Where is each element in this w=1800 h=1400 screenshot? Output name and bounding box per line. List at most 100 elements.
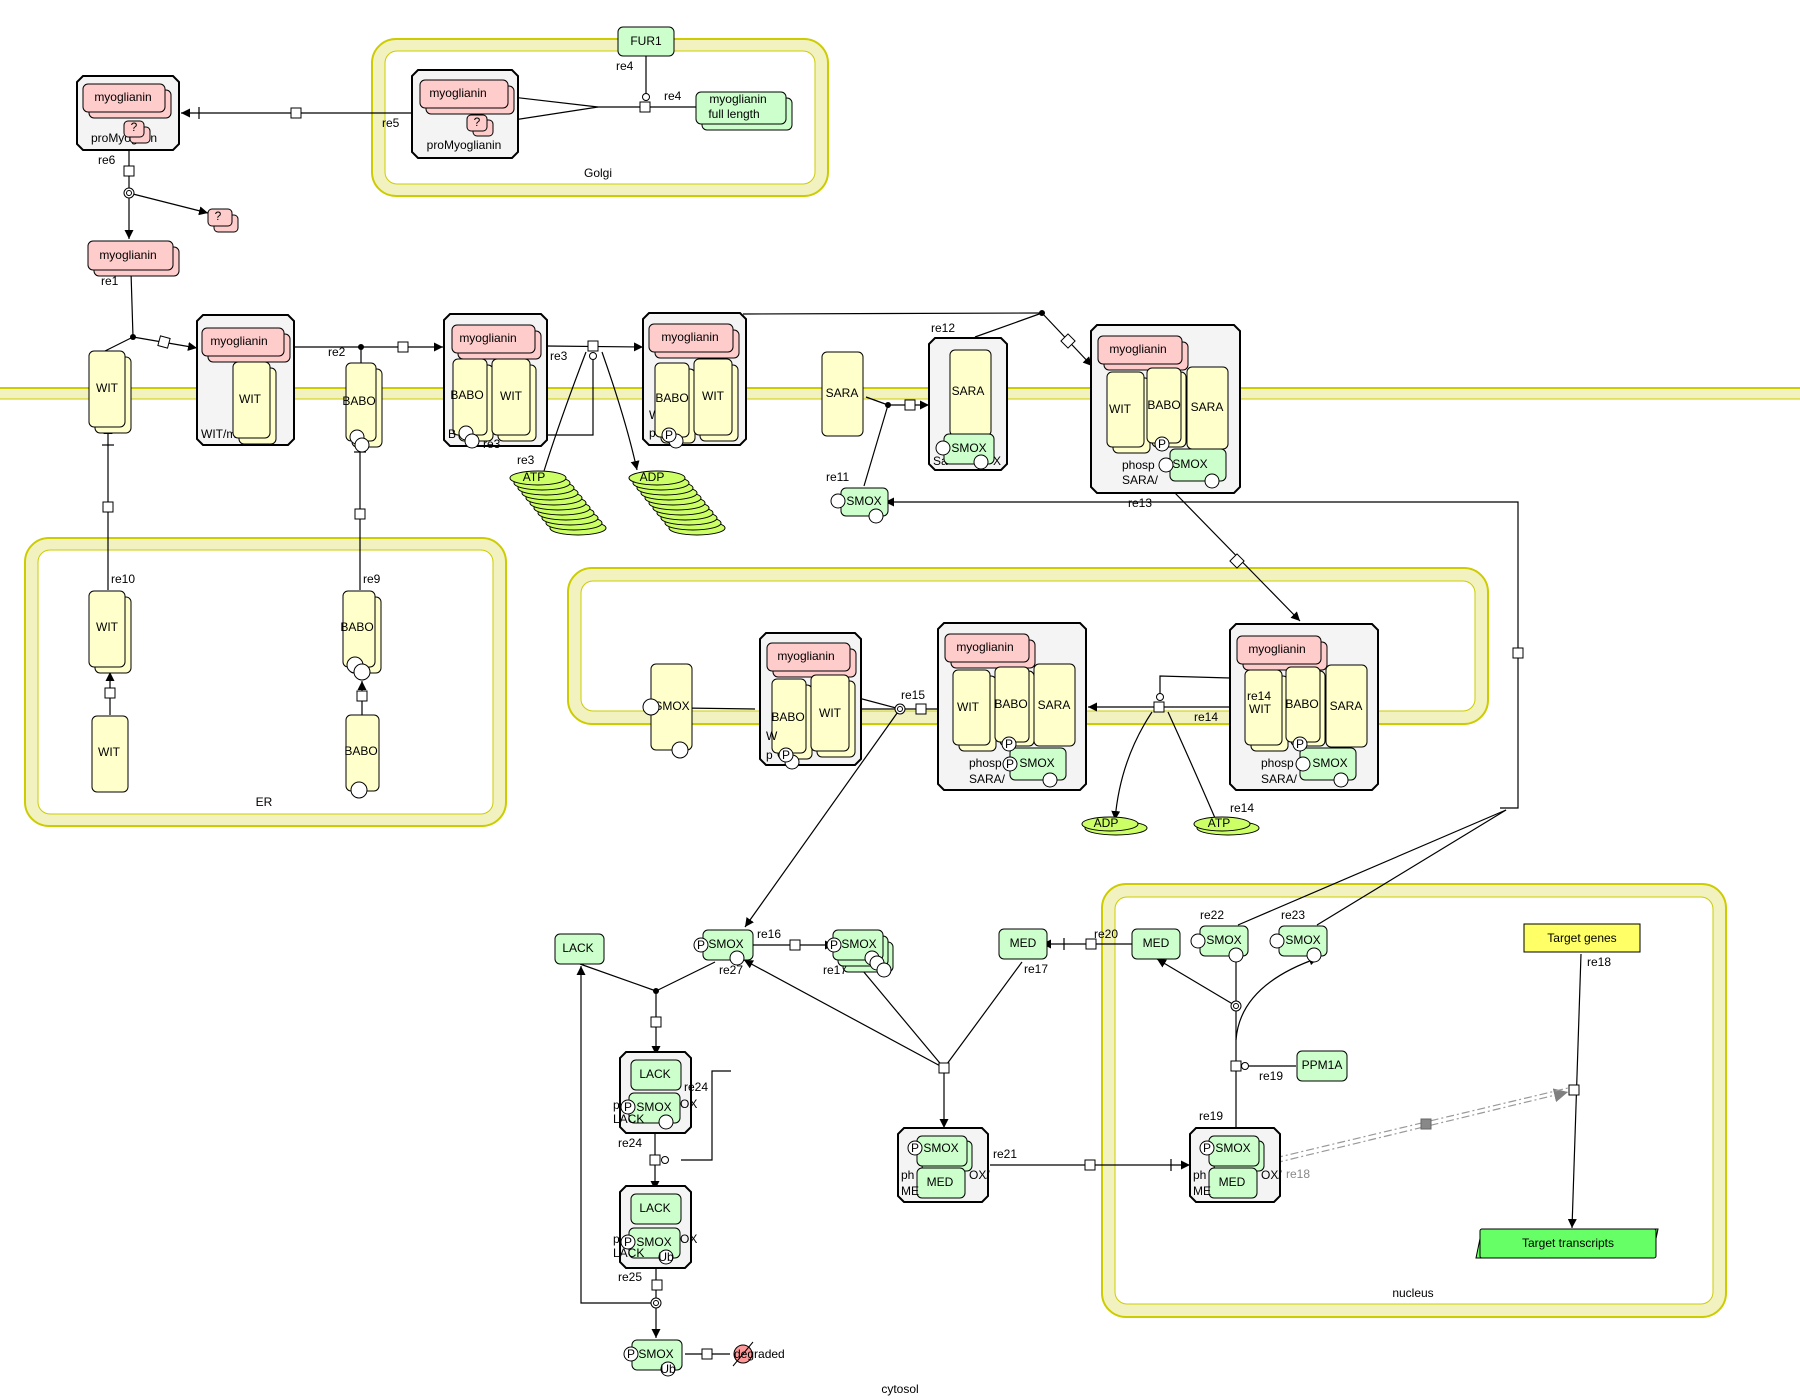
re11b-node[interactable]: [1512, 647, 1524, 659]
re24-node[interactable]: [649, 1154, 661, 1166]
species-smox-endosome[interactable]: SMOX: [642, 663, 693, 759]
species-adp-re14[interactable]: ADP: [1081, 816, 1148, 836]
species-atp-stack[interactable]: ATP: [509, 470, 607, 536]
species-degraded[interactable]: degraded: [732, 1341, 785, 1367]
species-med-nucleus[interactable]: MED: [1131, 928, 1181, 960]
svg-text:myoglianin: myoglianin: [956, 640, 1013, 654]
species-smox-cytosol[interactable]: SMOX: [830, 487, 889, 524]
species-adp-stack[interactable]: ADP: [628, 470, 726, 536]
re10b-node[interactable]: [104, 687, 116, 699]
species-wit-er-upper[interactable]: WIT: [88, 590, 132, 674]
svg-text:WIT: WIT: [702, 389, 725, 403]
complex-receptor-sara-smox-endosome-right[interactable]: myoglianin WIT BABO SARA SMOX phosp SARA…: [1229, 623, 1379, 791]
rna-target-transcripts[interactable]: Target transcripts: [1475, 1228, 1659, 1259]
species-babo-membrane[interactable]: BABO: [342, 362, 383, 453]
svg-text:re12: re12: [931, 321, 955, 335]
re6-node[interactable]: [123, 165, 135, 177]
re24-edge[interactable]: [681, 1070, 731, 1161]
complex-psmox-med-cytosol[interactable]: SMOX P MED ph ME OX/: [897, 1127, 990, 1203]
svg-text:P: P: [782, 748, 790, 762]
species-unknown-fragment[interactable]: ?: [207, 208, 239, 233]
re27-edge[interactable]: [579, 963, 657, 992]
svg-text:ADP: ADP: [640, 470, 665, 484]
species-babo-er-lower[interactable]: BABO: [344, 714, 380, 799]
complex-lack-psmox[interactable]: LACK SMOX P p LACK OX: [613, 1051, 697, 1134]
species-babo-er-upper[interactable]: BABO: [340, 590, 382, 681]
complex-babo-wit-myoglianin[interactable]: myoglianin BABO WIT B: [443, 313, 548, 449]
reaction-nodes: [102, 101, 1580, 1360]
gene-target-genes[interactable]: Target genes: [1523, 923, 1641, 953]
complex-promyoglianin-cytosol[interactable]: myoglianin proMyog nin ?: [76, 75, 180, 151]
re11-node[interactable]: [904, 399, 916, 411]
re25b-node[interactable]: [701, 1348, 713, 1360]
complex-psmox-med-nucleus[interactable]: SMOX P MED ph ME OX/: [1189, 1127, 1282, 1203]
complex-receptor-sara-smox-endosome-middle[interactable]: myoglianin WIT BABO SARA SMOX phosp SARA…: [937, 622, 1087, 791]
re18-node[interactable]: [1568, 1084, 1580, 1096]
species-myoglianin-mature[interactable]: myoglianin: [87, 240, 180, 277]
svg-text:re24: re24: [618, 1136, 642, 1150]
svg-text:phosp: phosp: [1261, 756, 1294, 770]
re1-edge[interactable]: [130, 271, 134, 338]
svg-text:WIT: WIT: [96, 620, 119, 634]
re19-node[interactable]: [1230, 1060, 1242, 1072]
complex-receptor-endosome-left[interactable]: myoglianin BABO WIT W p P: [759, 632, 862, 770]
re17-node[interactable]: [938, 1062, 950, 1074]
species-psmox-trimer[interactable]: SMOX P: [826, 929, 894, 978]
re2-node[interactable]: [397, 341, 409, 353]
svg-text:SARA/: SARA/: [1261, 772, 1298, 786]
re25-node[interactable]: [651, 1279, 663, 1291]
species-psmox-ub[interactable]: SMOX P Ub: [623, 1339, 683, 1377]
complex-sara-smox[interactable]: Sa X SARA SMOX: [928, 337, 1008, 471]
species-smox-nucleus-re23[interactable]: SMOX: [1269, 925, 1328, 963]
species-wit-er-lower[interactable]: WIT: [91, 715, 129, 793]
re21-node[interactable]: [1084, 1159, 1096, 1171]
species-sara-membrane[interactable]: SARA: [821, 351, 864, 437]
complex-pbabo-wit-myoglianin[interactable]: myoglianin W p BABO WIT P: [642, 312, 747, 449]
junction-markers: [123, 93, 1249, 1309]
re11-edge[interactable]: [863, 404, 889, 487]
re4-node[interactable]: [639, 101, 651, 113]
species-wit-membrane[interactable]: WIT: [88, 350, 132, 434]
species-smox-nucleus-re22[interactable]: SMOX: [1190, 925, 1249, 963]
svg-text:LACK: LACK: [613, 1112, 644, 1126]
re20-node[interactable]: [1085, 938, 1097, 950]
re12-edge[interactable]: [742, 312, 1043, 315]
complex-wit-myoglianin[interactable]: myoglianin WIT/m in WIT: [196, 314, 295, 446]
re14-node[interactable]: [1153, 701, 1165, 713]
complex-lack-psmox-ub[interactable]: LACK SMOX P Ub p LACK OX: [613, 1185, 697, 1269]
re10-node[interactable]: [102, 501, 114, 513]
svg-text:re3: re3: [483, 437, 501, 451]
re9b-node[interactable]: [356, 690, 368, 702]
re3-node[interactable]: [587, 340, 599, 352]
svg-text:SARA: SARA: [952, 384, 985, 398]
svg-text:P: P: [1296, 737, 1304, 751]
svg-text:OX: OX: [680, 1097, 697, 1111]
species-lack[interactable]: LACK: [554, 933, 605, 965]
svg-text:full length: full length: [708, 107, 759, 121]
species-atp-re14[interactable]: ATP: [1193, 816, 1260, 836]
species-fur1[interactable]: FUR1: [617, 26, 675, 57]
svg-text:BABO: BABO: [1285, 697, 1318, 711]
re12-node[interactable]: [1060, 333, 1076, 349]
re1-node[interactable]: [157, 335, 171, 349]
svg-text:SARA: SARA: [1191, 400, 1224, 414]
species-myoglianin-full-length[interactable]: myoglianin full length: [695, 91, 793, 131]
species-ppm1a[interactable]: PPM1A: [1296, 1050, 1348, 1082]
re27-node[interactable]: [650, 1016, 662, 1028]
species-psmox[interactable]: SMOX P: [693, 929, 754, 966]
re13-node[interactable]: [1229, 553, 1245, 569]
re18b-node[interactable]: [1420, 1118, 1432, 1130]
species-med-cytosol[interactable]: MED: [998, 928, 1048, 960]
re17-edge[interactable]: [857, 964, 945, 1069]
svg-text:re27: re27: [719, 963, 743, 977]
svg-text:SARA/: SARA/: [969, 772, 1006, 786]
svg-text:BABO: BABO: [994, 697, 1027, 711]
re16-node[interactable]: [789, 939, 801, 951]
complex-receptor-sara-smox-membrane[interactable]: myoglianin WIT BABO SARA SMOX phosp SARA…: [1090, 324, 1241, 494]
svg-text:myoglianin: myoglianin: [429, 86, 486, 100]
complex-promyoglianin-golgi[interactable]: myoglianin ? proMyoglianin: [411, 69, 519, 159]
re9-node[interactable]: [354, 508, 366, 520]
re5-node[interactable]: [290, 107, 302, 119]
re15-node[interactable]: [915, 703, 927, 715]
svg-text:re17: re17: [823, 963, 847, 977]
